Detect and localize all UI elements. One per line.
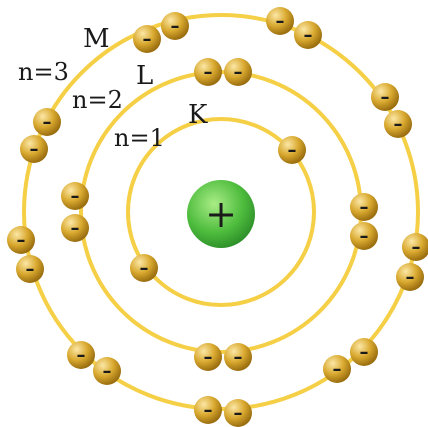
electron-symbol: – (360, 342, 369, 363)
electron-symbol: – (234, 403, 243, 424)
nucleus-symbol: + (205, 192, 237, 236)
electron-symbol: – (171, 16, 180, 37)
electron-symbol: – (406, 267, 415, 288)
electron-k-shell: – (130, 254, 158, 282)
electron-symbol: – (381, 87, 390, 108)
electron-symbol: – (30, 139, 39, 160)
electron-symbol: – (304, 25, 313, 46)
electron-symbol: – (394, 114, 403, 135)
electron-l-shell: – (194, 343, 222, 371)
shell-n-label-2: n=2 (72, 86, 123, 114)
electron-symbol: – (43, 112, 52, 133)
electron-l-shell: – (61, 182, 89, 210)
electron-symbol: – (234, 347, 243, 368)
electron-symbol: – (204, 62, 213, 83)
electron-m-shell: – (402, 233, 428, 261)
electron-symbol: – (360, 197, 369, 218)
shell-letter-l: L (136, 61, 153, 91)
electron-l-shell: – (224, 343, 252, 371)
electron-symbol: – (71, 186, 80, 207)
electron-l-shell: – (350, 222, 378, 250)
electron-m-shell: – (396, 263, 424, 291)
electron-l-shell: – (224, 58, 252, 86)
electron-m-shell: – (323, 355, 351, 383)
electron-m-shell: – (194, 396, 222, 424)
electron-m-shell: – (93, 357, 121, 385)
shell-n-label-3: n=3 (18, 58, 69, 86)
electron-m-shell: – (224, 399, 252, 427)
electron-symbol: – (234, 62, 243, 83)
electron-symbol: – (71, 218, 80, 239)
electron-l-shell: – (350, 193, 378, 221)
electron-m-shell: – (350, 338, 378, 366)
electron-symbol: – (143, 29, 152, 50)
electron-m-shell: – (384, 110, 412, 138)
electron-symbol: – (288, 140, 297, 161)
electron-symbol: – (103, 361, 112, 382)
electron-symbol: – (276, 11, 285, 32)
electron-symbol: – (204, 400, 213, 421)
electron-m-shell: – (16, 255, 44, 283)
electron-m-shell: – (20, 135, 48, 163)
electron-symbol: – (77, 345, 86, 366)
electron-m-shell: – (67, 341, 95, 369)
electron-m-shell: – (294, 21, 322, 49)
electron-symbol: – (204, 347, 213, 368)
electron-k-shell: – (278, 136, 306, 164)
electron-m-shell: – (33, 108, 61, 136)
electron-m-shell: – (161, 12, 189, 40)
electron-m-shell: – (266, 7, 294, 35)
electron-m-shell: – (133, 25, 161, 53)
nucleus: + (187, 180, 255, 248)
electron-l-shell: – (61, 214, 89, 242)
electron-symbol: – (412, 237, 421, 258)
shell-letter-m: M (83, 24, 110, 54)
shell-n-label-1: n=1 (114, 124, 165, 152)
electron-symbol: – (26, 259, 35, 280)
electron-l-shell: – (194, 58, 222, 86)
electron-m-shell: – (7, 226, 35, 254)
shell-letter-k: K (188, 100, 208, 130)
electron-symbol: – (140, 258, 149, 279)
electron-symbol: – (17, 230, 26, 251)
electron-m-shell: – (371, 83, 399, 111)
electron-symbol: – (333, 359, 342, 380)
electron-symbol: – (360, 226, 369, 247)
